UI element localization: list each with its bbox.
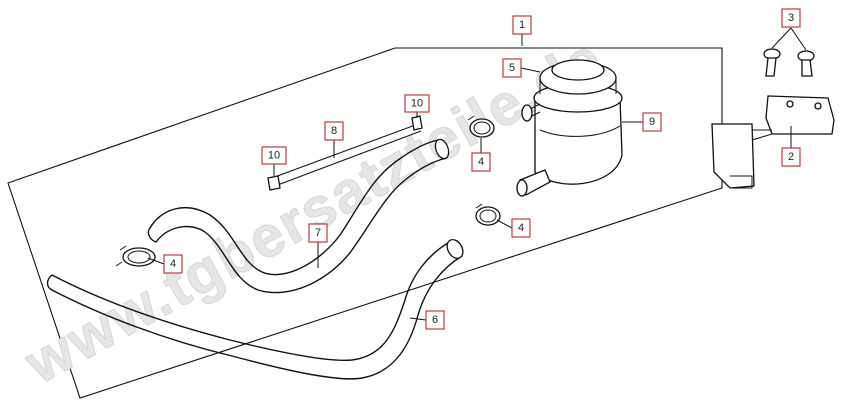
callout-10-b-label: 10	[268, 150, 280, 162]
callout-9: 9	[642, 112, 662, 132]
callout-6: 6	[425, 310, 445, 330]
bracket-part-2	[711, 95, 835, 189]
callout-4-c: 4	[511, 218, 531, 238]
callout-7-label: 7	[315, 227, 321, 239]
callout-5: 5	[502, 58, 522, 78]
callout-1-label: 1	[519, 19, 525, 31]
callout-5-label: 5	[509, 62, 515, 74]
callout-4-a: 4	[163, 254, 183, 274]
callout-2: 2	[781, 147, 801, 167]
callout-1: 1	[512, 15, 532, 35]
clamp-part-4-c	[475, 203, 501, 226]
hose-part-6	[46, 239, 464, 380]
reservoir-cap-part-5	[539, 59, 617, 95]
callout-8: 8	[324, 121, 344, 141]
callout-2-label: 2	[788, 151, 794, 163]
callout-6-label: 6	[432, 314, 438, 326]
leader-lines	[147, 27, 807, 321]
clamp-part-4-b	[467, 115, 495, 138]
clip-part-10-b	[267, 175, 281, 191]
callout-10-a-label: 10	[411, 98, 423, 110]
clip-part-10-a	[411, 115, 423, 131]
callout-4-c-label: 4	[518, 222, 524, 234]
callout-8-label: 8	[331, 125, 337, 137]
clamp-part-4-a	[115, 245, 156, 267]
hose-part-7	[147, 138, 450, 294]
bolt-part-3-a	[763, 48, 781, 77]
watermark-text: www.tgbersatzteile.de	[14, 25, 614, 397]
callout-9-label: 9	[649, 116, 655, 128]
bolt-part-3-b	[797, 50, 815, 77]
callout-3-label: 3	[788, 12, 794, 24]
callout-4-b: 4	[471, 152, 491, 172]
callout-10-a: 10	[404, 94, 430, 113]
callout-3: 3	[781, 8, 801, 28]
callout-4-a-label: 4	[170, 258, 176, 270]
callout-10-b: 10	[261, 146, 287, 165]
callout-7: 7	[308, 223, 328, 243]
callout-4-b-label: 4	[478, 156, 484, 168]
assembly-frame	[7, 47, 723, 399]
